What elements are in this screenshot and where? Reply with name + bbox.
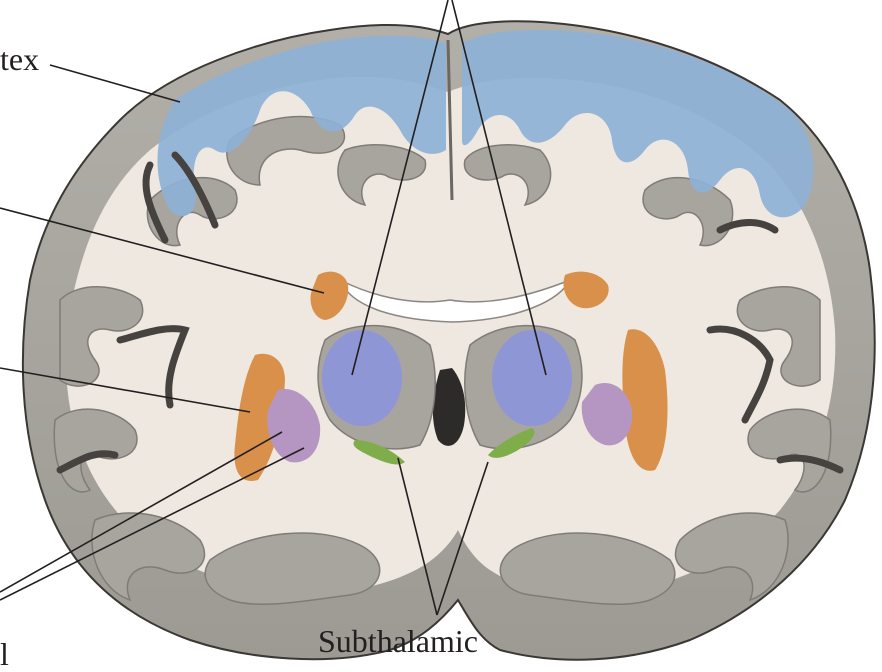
label-subthalamic: Subthalamic (318, 625, 478, 657)
blue-structure-right (492, 330, 572, 426)
label-partial-fragment: l (0, 638, 9, 670)
blue-structure-left (322, 330, 402, 426)
label-cortex-fragment: tex (0, 43, 39, 75)
leader-line-cortex (50, 65, 180, 102)
